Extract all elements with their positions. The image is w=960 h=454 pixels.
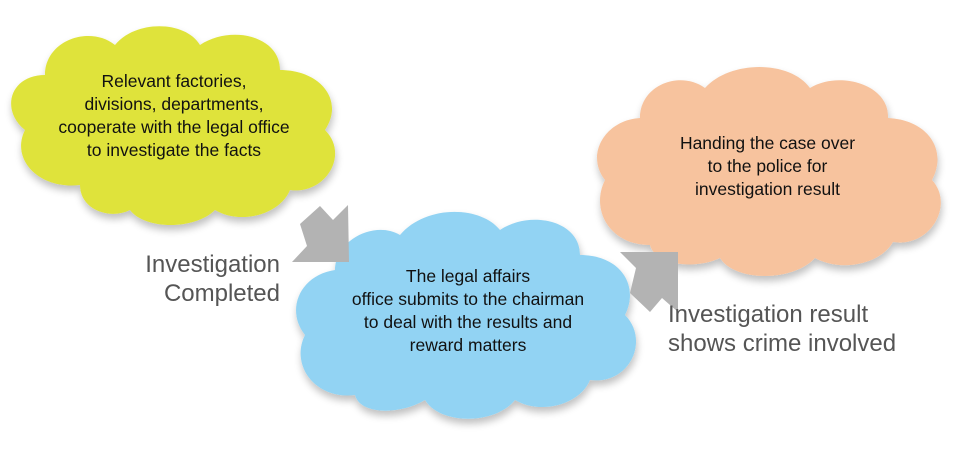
label-line: shows crime involved — [668, 330, 897, 357]
blue-cloud-text: The legal affairs office submits to the … — [318, 265, 618, 357]
green-cloud-line: divisions, departments, — [84, 94, 264, 114]
arrow-green-to-blue — [292, 205, 349, 262]
arrow-1-shape — [292, 205, 349, 262]
blue-cloud-shape — [296, 211, 637, 419]
arrow-2-shape — [620, 252, 678, 312]
orange-cloud-text: Handing the case over to the police for … — [625, 132, 910, 201]
orange-cloud-line: Handing the case over — [679, 133, 856, 153]
blue-cloud — [296, 211, 637, 419]
blue-cloud-line: The legal affairs — [405, 266, 531, 286]
blue-cloud-line: office submits to the chairman — [351, 289, 585, 309]
green-cloud — [11, 26, 336, 225]
orange-cloud — [597, 67, 941, 276]
orange-cloud-line: investigation result — [695, 179, 840, 199]
green-cloud-line: to investigate the facts — [86, 140, 262, 160]
label-line: Investigation — [145, 251, 280, 278]
label-line: Investigation result — [668, 301, 869, 328]
label-investigation-completed: Investigation Completed — [118, 250, 280, 308]
blue-cloud-line: to deal with the results and — [363, 312, 573, 332]
green-cloud-line: cooperate with the legal office — [58, 117, 290, 137]
orange-cloud-line: to the police for — [707, 156, 828, 176]
green-cloud-line: Relevant factories, — [101, 71, 247, 91]
green-cloud-text: Relevant factories, divisions, departmen… — [28, 70, 320, 162]
label-crime-involved: Investigation result shows crime involve… — [668, 300, 948, 358]
blue-cloud-line: reward matters — [409, 335, 527, 355]
green-cloud-shape — [11, 26, 336, 225]
label-line: Completed — [163, 280, 280, 307]
arrow-blue-to-orange — [620, 252, 678, 312]
orange-cloud-shape — [597, 67, 941, 276]
